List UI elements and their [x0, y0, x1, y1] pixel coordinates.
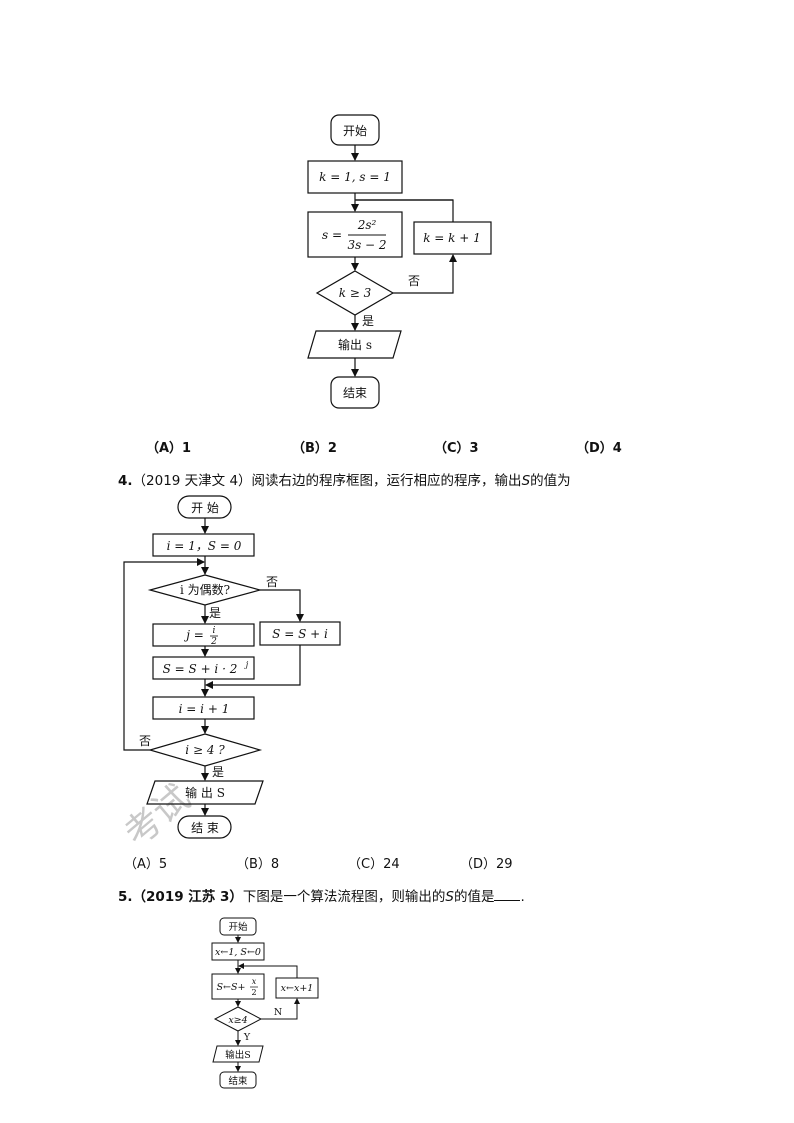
q5-body-end: 的值是	[453, 889, 495, 905]
fc2-init-label: i = 1，S = 0	[167, 539, 242, 553]
q4-option-b: （B）8	[236, 857, 280, 872]
fc3-end-label: 结束	[228, 1075, 248, 1087]
q3-option-a: （A）1	[146, 441, 192, 456]
fc1-yes-label: 是	[362, 314, 374, 328]
q5-number: 5.	[118, 889, 133, 905]
fc2-j-den: 2	[210, 637, 217, 647]
q4-option-d: （D）29	[460, 857, 513, 872]
fc2-condition2-label: i ≥ 4 ?	[185, 743, 225, 757]
fc2-s-pow-label: S = S + i · 2	[163, 662, 238, 676]
fc2-yes2-label: 是	[212, 765, 224, 779]
fc2-j-box	[152, 623, 255, 647]
fc3-assign-den: 2	[251, 988, 256, 997]
fc1-assign-den: 3s − 2	[347, 238, 386, 252]
q4-number: 4.	[118, 473, 133, 489]
fc2-end-label: 结 束	[191, 821, 219, 835]
fc1-init-label: k = 1, s = 1	[319, 170, 391, 184]
fc1-start-label: 开始	[343, 124, 367, 138]
fc2-condition1-label: i 为偶数?	[180, 582, 230, 597]
q4-option-c: （C）24	[348, 857, 400, 872]
fc2-init-box	[152, 533, 255, 557]
fc2-output-label: 输 出 S	[185, 785, 225, 800]
fc3-output-label: 输出S	[225, 1049, 251, 1061]
fc3-start-label: 开始	[228, 921, 248, 933]
fc2-no1-label: 否	[266, 575, 278, 589]
fc3-yes-label: Y	[243, 1032, 251, 1043]
fc2-start-label: 开 始	[191, 501, 219, 515]
fc3-assign-lhs: S←S+	[217, 982, 246, 993]
fc2-i-inc-label: i = i + 1	[179, 702, 230, 716]
fc3-output-parallelogram	[212, 1045, 264, 1063]
question-5-text: 5.（2019 江苏 3）下图是一个算法流程图，则输出的S的值是.	[118, 885, 525, 905]
fc3-assign-num: x	[252, 977, 257, 986]
fc2-s-pow-exp: j	[244, 660, 249, 669]
fc1-output-label: 输出 s	[338, 337, 372, 352]
q3-option-c: （C）3	[434, 441, 479, 456]
q4-option-a: （A）5	[124, 857, 168, 872]
q5-source: （2019 江苏 3）	[132, 889, 243, 905]
fc2-j-lhs: j =	[183, 628, 204, 642]
q3-option-d: （D）4	[576, 441, 622, 456]
fc2-s-add-label: S = S + i	[272, 627, 328, 641]
q5-period: .	[520, 889, 525, 905]
fc2-no2-label: 否	[139, 734, 151, 748]
fc3-increment-label: x←x+1	[281, 983, 314, 994]
fc3-end-terminal	[219, 1071, 257, 1089]
fc2-j-num: i	[213, 626, 216, 636]
fc3-no-label: N	[274, 1007, 282, 1018]
fc1-end-label: 结束	[343, 386, 367, 400]
fc2-yes1-label: 是	[209, 606, 221, 620]
q5-body: 下图是一个算法流程图，则输出的	[242, 889, 446, 905]
q3-option-b: （B）2	[292, 441, 337, 456]
q5-var: S	[445, 889, 454, 905]
flowchart-1: 开始 k = 1, s = 1 s = 2s² 3s − 2 k = k + 1…	[307, 114, 492, 409]
fc1-end-terminal	[330, 376, 380, 409]
q4-body: （2019 天津文 4）阅读右边的程序框图，运行相应的程序，输出	[132, 473, 522, 489]
fc3-init-label: x←1, S←0	[215, 947, 261, 958]
fc1-increment-label: k = k + 1	[423, 231, 481, 245]
fc1-no-label: 否	[408, 274, 420, 288]
q4-var: S	[521, 473, 531, 489]
fc3-condition-label: x≥4	[228, 1015, 247, 1026]
q4-body-end: 的值为	[530, 473, 571, 489]
fc1-output-parallelogram	[307, 330, 402, 359]
fc1-assign-num: 2s²	[357, 218, 377, 232]
fc2-end-terminal	[177, 815, 232, 839]
fc1-condition-label: k ≥ 3	[339, 286, 372, 300]
fc2-s-pow-box	[152, 656, 255, 680]
question-4-text: 4.（2019 天津文 4）阅读右边的程序框图，运行相应的程序，输出S的值为	[118, 469, 571, 489]
fc2-output-parallelogram	[146, 780, 264, 805]
fc1-assign-lhs: s =	[322, 228, 342, 242]
flowchart-2: 考试 开 始 i = 1，S = 0 i 为偶数? 否 是 j = i 2	[117, 495, 341, 850]
fc2-i-inc-box	[152, 696, 255, 720]
q5-answer-blank[interactable]	[494, 888, 521, 901]
